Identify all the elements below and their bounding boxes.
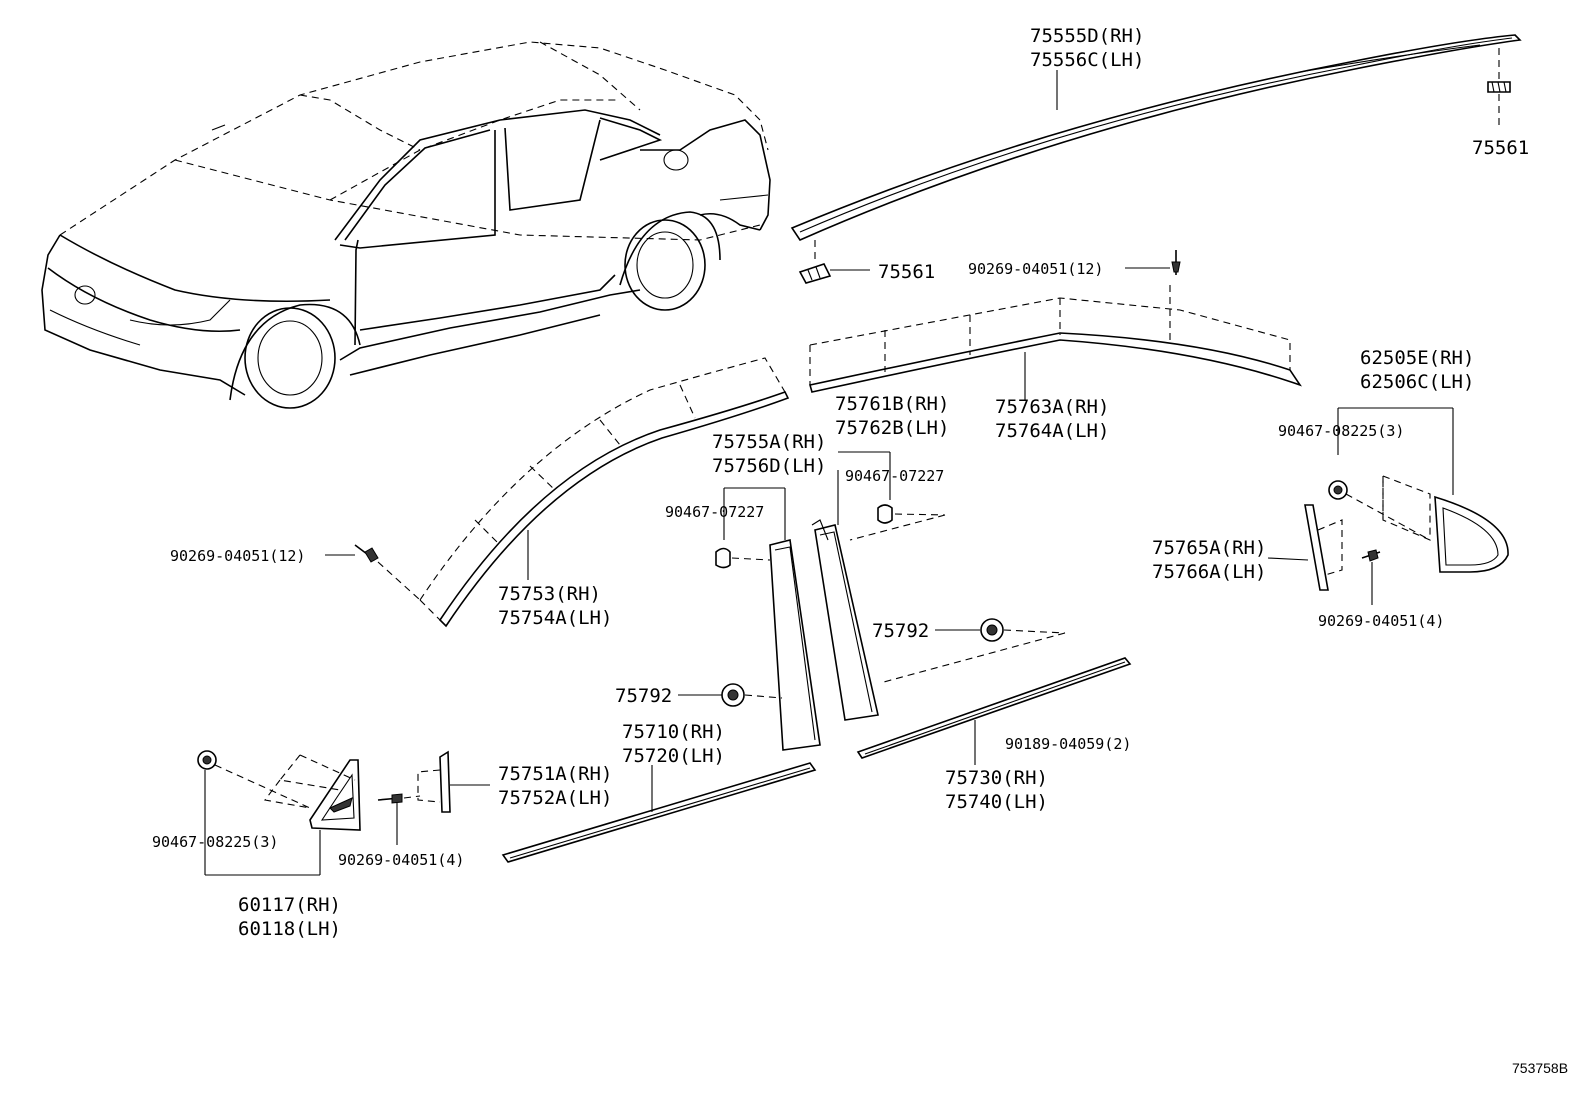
label-75751a: 75751A(RH) (498, 763, 612, 785)
front-quarter-garnish (204, 754, 361, 876)
label-75765a: 75765A(RH) (1152, 537, 1266, 559)
label-75740: 75740(LH) (945, 791, 1048, 813)
label-90189: 90189-04059(2) (1005, 735, 1131, 753)
clip-90467-08225-left (197, 750, 311, 809)
label-75762b: 75762B(LH) (835, 417, 949, 439)
label-90467-07227-left: 90467-07227 (665, 503, 764, 521)
label-62505e: 62505E(RH) (1360, 347, 1474, 369)
label-75561-mid: 75561 (878, 261, 935, 283)
center-pillar-garnish (769, 539, 821, 751)
label-75753: 75753(RH) (498, 583, 601, 605)
label-62506c: 62506C(LH) (1360, 371, 1474, 393)
label-90269-right4: 90269-04051(4) (1318, 612, 1444, 630)
grommet-75792-right (879, 618, 1066, 684)
label-75754a: 75754A(LH) (498, 607, 612, 629)
label-75720: 75720(LH) (622, 745, 725, 767)
rear-door-frame-molding (808, 285, 1302, 400)
front-door-front-garnish (417, 750, 490, 813)
clip-90467-08225-right (1328, 480, 1431, 541)
rear-door-rear-garnish (1267, 504, 1343, 591)
rear-quarter-window-garnish (1337, 407, 1509, 573)
label-60117: 60117(RH) (238, 894, 341, 916)
label-90467-07227-right: 90467-07227 (845, 467, 944, 485)
label-75730: 75730(RH) (945, 767, 1048, 789)
screw-90269-right (1361, 549, 1381, 605)
label-90467-08225-right: 90467-08225(3) (1278, 422, 1404, 440)
screw-90269-left4 (377, 793, 421, 845)
center-pillar-garnish-rear (811, 470, 879, 721)
clip-90467-07227-left (715, 487, 786, 569)
label-75764a: 75764A(LH) (995, 420, 1109, 442)
grommet-75792-left (678, 683, 783, 707)
label-75752a: 75752A(LH) (498, 787, 612, 809)
clip-90467-07227-right (838, 451, 946, 541)
front-door-belt-molding (501, 762, 817, 863)
label-90269-top: 90269-04051(12) (968, 260, 1103, 278)
part-labels: 75555D(RH) 75556C(LH) 75561 75561 90269-… (152, 25, 1568, 1076)
roof-drip-molding (790, 34, 1522, 242)
front-door-frame-molding (419, 357, 790, 628)
label-90269-left: 90269-04051(12) (170, 547, 305, 565)
diagram-reference-number: 753758B (1512, 1060, 1568, 1076)
rear-door-belt-molding (856, 657, 1132, 765)
label-75561-top: 75561 (1472, 137, 1529, 159)
label-90269-left4: 90269-04051(4) (338, 851, 464, 869)
clip-75561-mid (798, 240, 870, 284)
clip-75561-top (1487, 48, 1511, 130)
label-75755a: 75755A(RH) (712, 431, 826, 453)
label-75710: 75710(RH) (622, 721, 725, 743)
vehicle-outline (41, 41, 771, 409)
label-75766a: 75766A(LH) (1152, 561, 1266, 583)
screw-90269-top (1125, 250, 1181, 275)
label-75555d: 75555D(RH) (1030, 25, 1144, 47)
label-75556c: 75556C(LH) (1030, 49, 1144, 71)
label-60118: 60118(LH) (238, 918, 341, 940)
label-75792-left: 75792 (615, 685, 672, 707)
label-75792-right: 75792 (872, 620, 929, 642)
label-75763a: 75763A(RH) (995, 396, 1109, 418)
label-90467-08225-left: 90467-08225(3) (152, 833, 278, 851)
label-75761b: 75761B(RH) (835, 393, 949, 415)
screw-90269-left (325, 544, 421, 601)
label-75756d: 75756D(LH) (712, 455, 826, 477)
